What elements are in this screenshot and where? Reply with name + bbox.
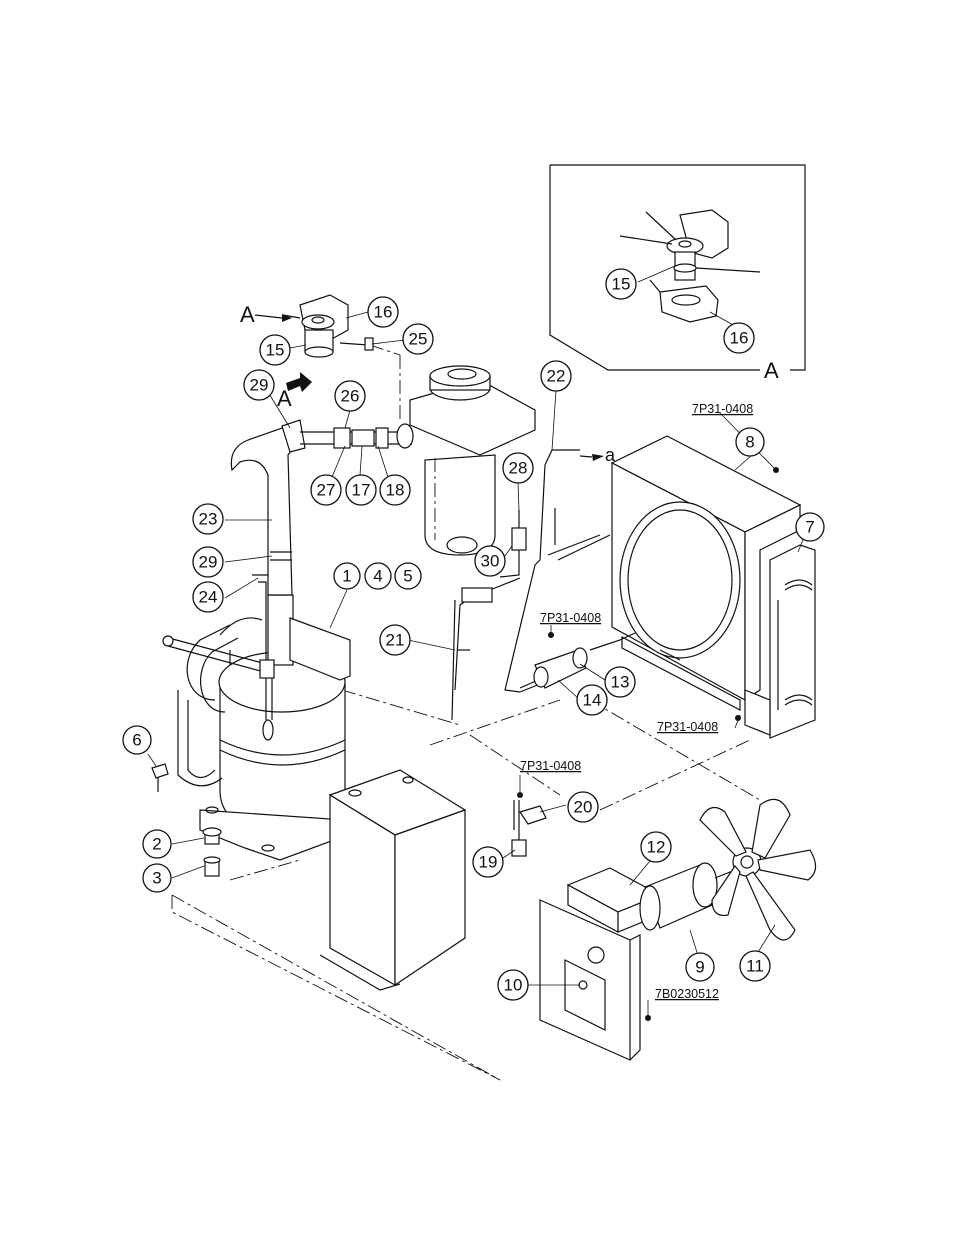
svg-text:12: 12 [647,838,666,857]
expansion-valve-15-16 [283,295,373,357]
callout-29-bottom: 29 [193,547,223,577]
callout-14: 14 [577,685,607,715]
inset-expansion-valve [620,210,760,322]
callout-26: 26 [335,381,365,411]
bracket-box [320,770,465,990]
ref-label-receiver: 7P31-0408 [540,611,601,625]
callout-21: 21 [380,625,410,655]
svg-text:20: 20 [574,798,593,817]
inset-view-label: A [764,358,779,383]
svg-text:19: 19 [479,853,498,872]
callout-9: 9 [686,953,714,981]
callout-20: 20 [568,792,598,822]
callout-3: 3 [143,864,171,892]
svg-text:6: 6 [132,731,141,750]
svg-text:28: 28 [509,459,528,478]
svg-text:15: 15 [266,341,285,360]
svg-text:11: 11 [746,957,764,976]
liquid-line-21 [452,578,520,720]
callout-28: 28 [503,453,533,483]
callout-13: 13 [605,667,635,697]
callout-11: 11 [740,951,770,981]
callout-19: 19 [473,847,503,877]
svg-text:5: 5 [403,567,412,586]
svg-text:16: 16 [374,303,393,322]
svg-text:9: 9 [695,958,704,977]
callout-4: 4 [365,563,391,589]
svg-text:10: 10 [504,976,523,995]
svg-text:2: 2 [152,835,161,854]
callout-29-top: 29 [244,370,274,400]
svg-text:30: 30 [481,552,500,571]
callout-23: 23 [193,504,223,534]
callout-6: 6 [123,726,151,754]
svg-text:15: 15 [612,275,631,294]
inset-view-a: A [550,165,805,383]
ref-label-fan-bracket: 7B0230512 [655,987,719,1001]
callout-15: 15 [260,335,290,365]
svg-text:29: 29 [199,553,218,572]
ref-label-condenser: 7P31-0408 [692,402,753,416]
svg-text:29: 29 [250,376,269,395]
callout-2: 2 [143,830,171,858]
svg-text:22: 22 [547,367,566,386]
inset-callout-16: 16 [724,323,754,353]
sight-glass-28-30 [500,508,555,577]
view-a-label-main: A [240,302,255,327]
svg-text:18: 18 [386,481,405,500]
svg-text:14: 14 [583,691,602,710]
callout-24: 24 [193,582,223,612]
svg-text:25: 25 [409,330,428,349]
callout-25: 25 [403,324,433,354]
callout-30: 30 [475,546,505,576]
callout-22: 22 [541,361,571,391]
callout-8: 8 [736,428,764,456]
callout-18: 18 [380,475,410,505]
svg-text:21: 21 [386,631,405,650]
inset-callout-15: 15 [606,269,636,299]
ref-label-pressure-switch: 7P31-0408 [520,759,581,773]
callout-27: 27 [311,475,341,505]
port-a-label: a [605,445,616,465]
svg-text:17: 17 [352,481,371,500]
callout-10: 10 [498,970,528,1000]
callout-17: 17 [346,475,376,505]
svg-text:24: 24 [199,588,218,607]
view-a-label-arrow: A [277,386,292,411]
svg-text:13: 13 [611,673,630,692]
svg-text:3: 3 [152,869,161,888]
svg-text:16: 16 [730,329,749,348]
pressure-switch-19-20 [512,800,546,856]
ref-label-radiator: 7P31-0408 [657,720,718,734]
svg-text:7: 7 [805,518,814,537]
discharge-hose-23 [231,420,305,595]
svg-text:4: 4 [373,567,382,586]
svg-text:1: 1 [342,567,351,586]
callout-1: 1 [334,563,360,589]
cooling-fan-11 [700,799,816,940]
svg-text:26: 26 [341,387,360,406]
callout-12: 12 [641,832,671,862]
callout-5: 5 [395,563,421,589]
svg-text:27: 27 [317,481,336,500]
callout-7: 7 [796,513,824,541]
callout-16: 16 [368,297,398,327]
liquid-line-22 [505,450,610,692]
svg-text:23: 23 [199,510,218,529]
svg-text:8: 8 [745,433,754,452]
